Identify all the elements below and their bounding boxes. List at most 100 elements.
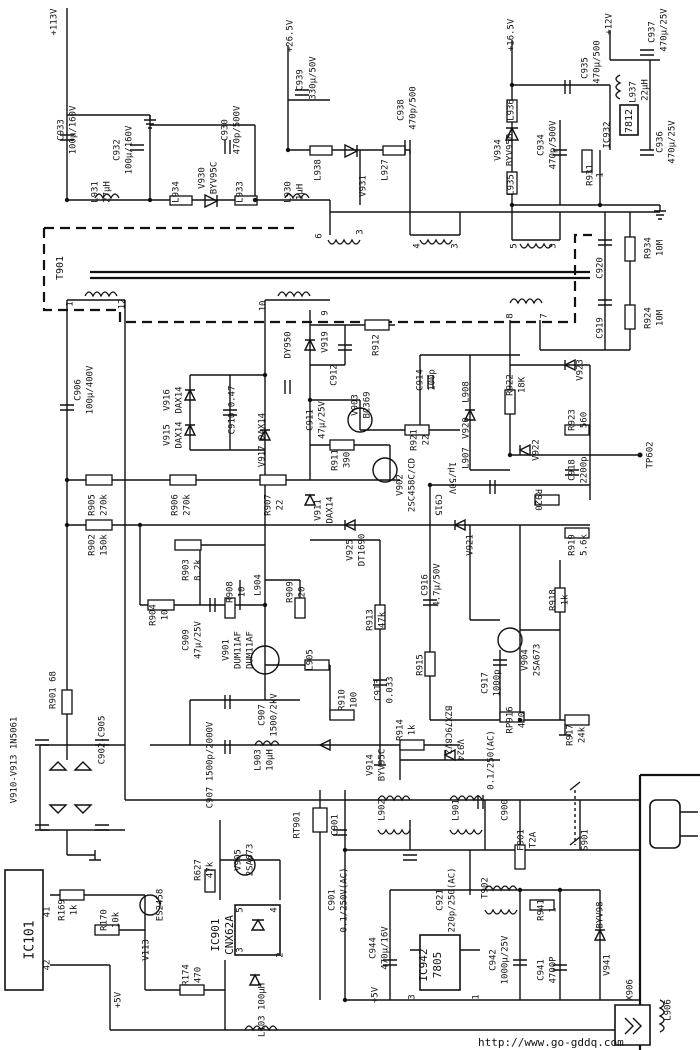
component-label: 8.2k (194, 559, 204, 581)
component-label: C914 (416, 369, 426, 391)
component-label: 22μH (641, 79, 651, 101)
component-label: BYV95C (378, 749, 388, 782)
component-label: L930 (284, 181, 294, 203)
component-label: V924 (455, 739, 465, 761)
component-label: R906 (171, 494, 181, 516)
component-label: ES2458 (156, 889, 166, 922)
component-label: L927 (381, 159, 391, 181)
component-label: 8 (506, 313, 516, 318)
component-label: V923 (576, 359, 586, 381)
component-label: 1000μ/25V (501, 935, 511, 984)
component-label: L902 (378, 799, 388, 821)
component-label: 2SC458C/CD (408, 458, 418, 512)
transistors (139, 407, 523, 916)
component-label: 6 (315, 233, 325, 238)
component-label: 2200p (580, 456, 590, 483)
component-label: IC101 (23, 920, 38, 959)
component-label: R910 (338, 689, 348, 711)
component-label: 100p (428, 369, 438, 391)
component-label: R911 (331, 449, 341, 471)
component-label: V915 (163, 424, 173, 446)
component-label: R931 (586, 164, 596, 186)
component-label: C935 (581, 57, 591, 79)
component-label: 1 (549, 907, 559, 912)
component-label: C932 (113, 139, 123, 161)
component-label: 1μ/50V (447, 462, 457, 495)
component-label: DY950 (284, 331, 294, 358)
component-label: RT901 (293, 811, 303, 838)
component-label: 47μ/25V (318, 400, 328, 439)
component-label: 10 (238, 587, 248, 598)
component-label: 4.7μ/50V (433, 563, 443, 607)
component-label: V902 (396, 474, 406, 496)
component-label: DAX14 (326, 496, 336, 523)
component-label: C933 (57, 119, 67, 141)
component-label: C937 (648, 21, 658, 43)
component-label: C917 (481, 672, 491, 694)
component-label: V901 (222, 639, 232, 661)
component-label: 41 (43, 907, 53, 918)
component-label: 470 (518, 712, 528, 728)
component-label: 150k (100, 534, 110, 556)
component-label: 27μH (103, 181, 113, 203)
component-label: R174 (182, 964, 192, 986)
component-label: 0.033 (386, 676, 396, 703)
component-label: V920 (462, 417, 472, 439)
component-label: T902 (481, 877, 491, 899)
component-label: L938 (314, 159, 324, 181)
component-label: L903 (254, 749, 264, 771)
component-label: C907 1500p/2000V (206, 721, 216, 808)
component-label: 470p/500V (549, 120, 559, 169)
component-label: R917 (566, 724, 576, 746)
component-label: L934 (172, 181, 182, 203)
component-label: 5.6k (580, 534, 590, 556)
capacitors (35, 49, 654, 971)
component-label: 1 (596, 172, 606, 177)
component-label: 470μ/16V (381, 926, 391, 970)
component-label: C901 (331, 814, 341, 836)
wiring (39, 8, 700, 1050)
component-label: R169 (58, 899, 68, 921)
component-label: 10k (112, 911, 122, 928)
component-label: L907 (462, 447, 472, 469)
component-label: R627 (194, 859, 204, 881)
component-label: 42 (43, 960, 53, 971)
component-label: DT1690 (358, 534, 368, 567)
component-label: R901 68 (49, 671, 59, 709)
component-label: C913 (374, 679, 384, 701)
component-label: 4700P (549, 956, 559, 984)
component-label: BYV95B (506, 134, 516, 167)
ic-packages (4, 104, 639, 991)
component-label: V911 (314, 499, 324, 521)
component-label: R913 (366, 609, 376, 631)
component-label: 470μ/25V (668, 120, 678, 164)
component-label: 470 (194, 967, 204, 983)
transformer-t901 (42, 226, 592, 324)
component-label: IC942 (417, 948, 430, 981)
component-label: DUM11AF (246, 631, 256, 669)
component-label: BC369 (363, 391, 373, 418)
component-label: C900 (501, 799, 511, 821)
component-label: L931 (91, 181, 101, 203)
diodes (48, 126, 607, 986)
component-label: 1k (408, 724, 418, 735)
component-label: C942 (489, 949, 499, 971)
component-label: C944 (369, 937, 379, 959)
component-label: 10 (259, 301, 269, 312)
component-label: IC901 (209, 918, 222, 951)
component-label: V919 (321, 331, 331, 353)
component-label: C910 0.47 (228, 386, 238, 435)
component-label: 220p/250(AC) (448, 867, 458, 932)
component-label: 470p/500 (409, 86, 419, 129)
component-label: BYV95C (210, 162, 220, 195)
component-label: BZX79C8V2 (443, 706, 453, 755)
component-label: T901 (55, 256, 66, 280)
component-label: R919 (568, 534, 578, 556)
component-label: 100μ/160V (125, 125, 135, 174)
component-label: L905 (306, 649, 316, 671)
component-label: 0.1/250V(AC) (340, 867, 350, 932)
component-label: L908 (462, 381, 472, 403)
component-label: V903 (351, 394, 361, 416)
component-label: V914 (366, 754, 376, 776)
component-label: V941 (603, 954, 613, 976)
